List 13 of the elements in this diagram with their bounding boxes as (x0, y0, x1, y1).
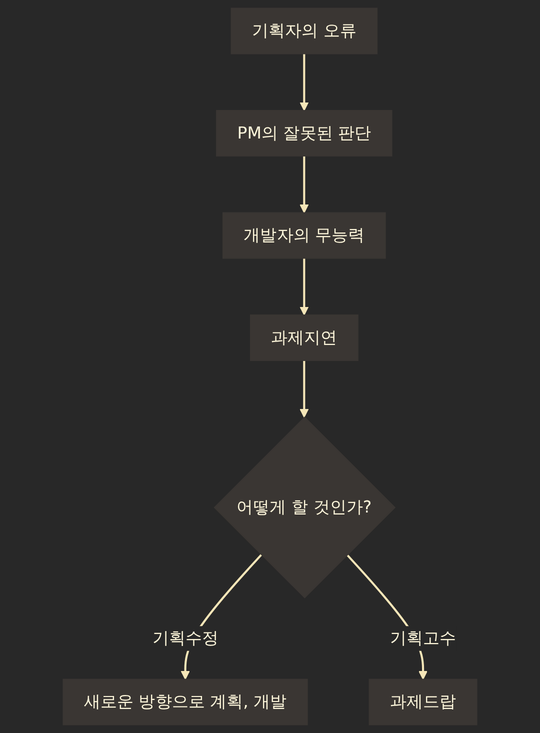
edge-label: 기획고수 (390, 626, 456, 651)
process-box: 과제드랍 (368, 678, 478, 726)
edge-label: 기획수정 (152, 626, 218, 651)
process-box: 새로운 방향으로 계획, 개발 (62, 678, 308, 726)
arrow (300, 258, 309, 316)
arrow (300, 156, 309, 214)
arrow (300, 54, 309, 111)
decision-diamond: 어떻게 할 것인가? (214, 416, 396, 598)
arrow (300, 360, 309, 418)
process-box: PM의 잘못된 판단 (216, 110, 392, 156)
process-box: 개발자의 무능력 (222, 212, 386, 259)
process-box: 기획자의 오류 (230, 8, 378, 54)
process-box: 과제지연 (250, 314, 358, 361)
